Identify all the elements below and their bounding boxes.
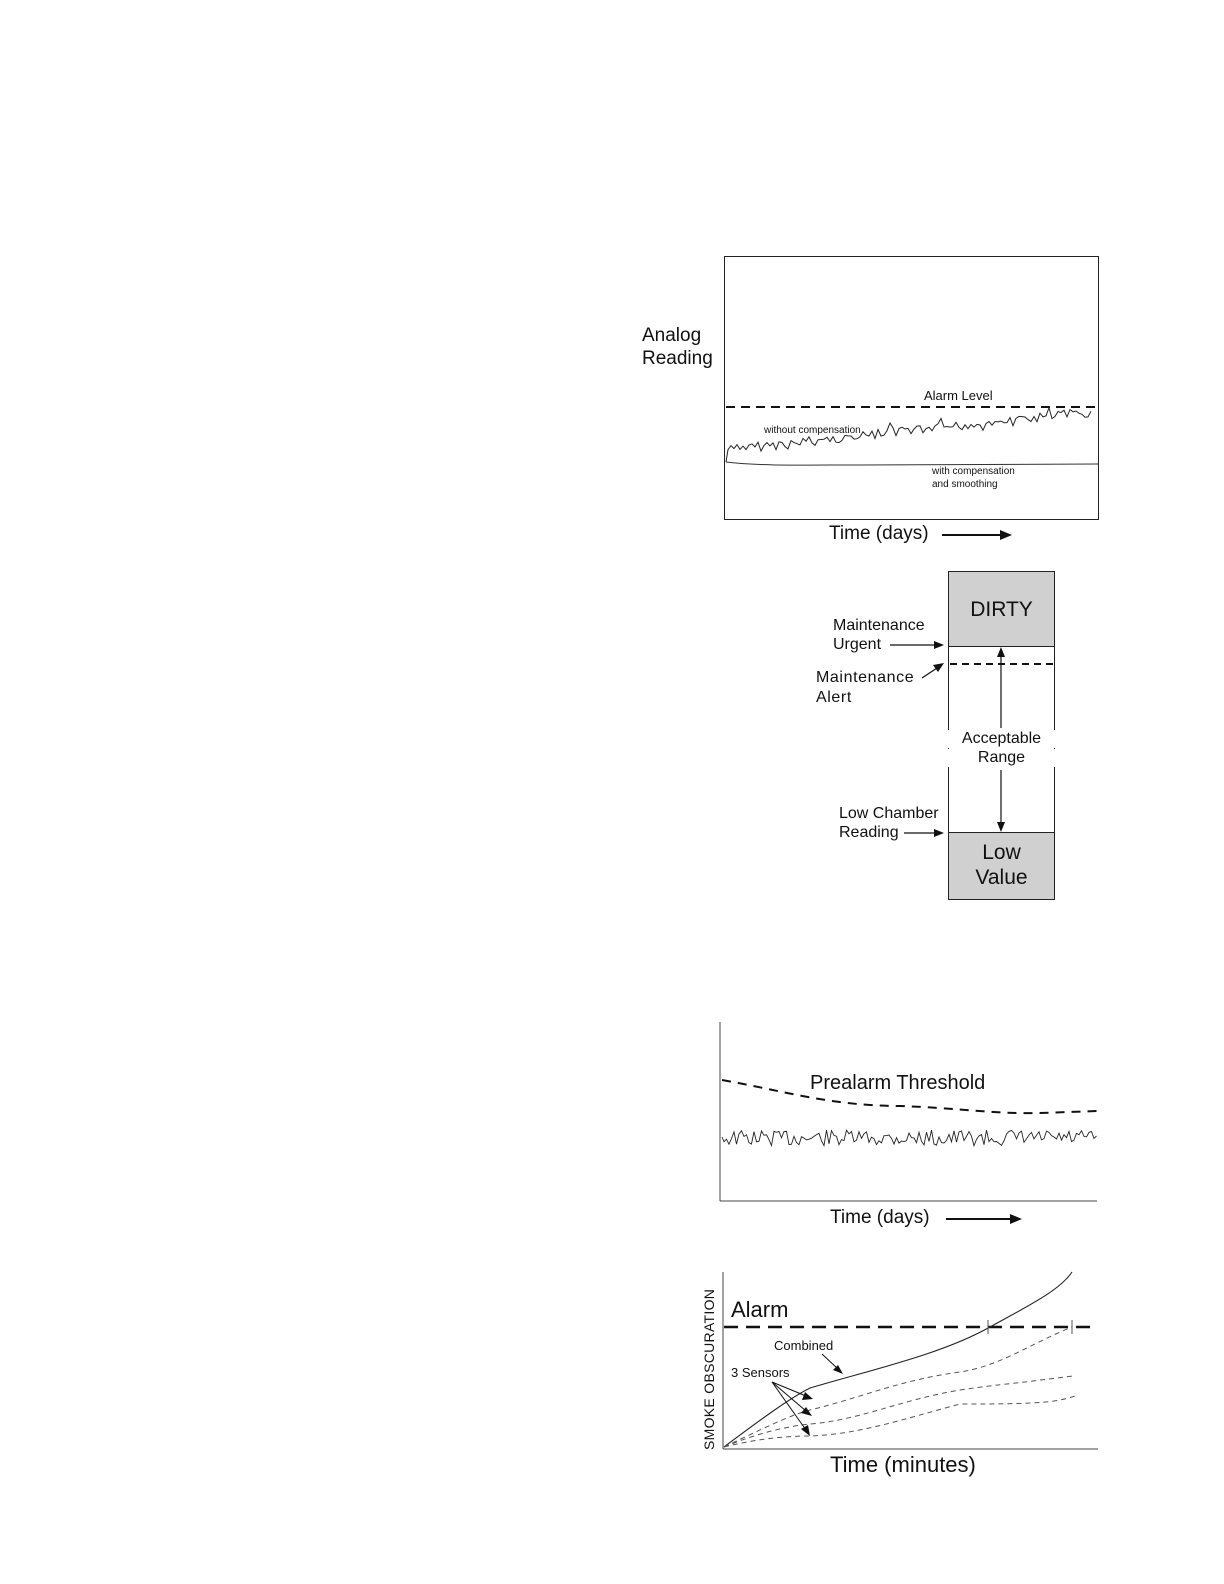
sensor-line-2 [724,1376,1075,1447]
alarm-label: Alarm [731,1297,788,1323]
combined-pointer [822,1354,838,1369]
x-axis-label: Time (minutes) [830,1452,976,1478]
sensor-pointer-3-head [801,1425,810,1436]
sensor-pointer-1-head [802,1392,813,1400]
sensors-label: 3 Sensors [731,1365,790,1380]
combined-label: Combined [774,1338,833,1353]
